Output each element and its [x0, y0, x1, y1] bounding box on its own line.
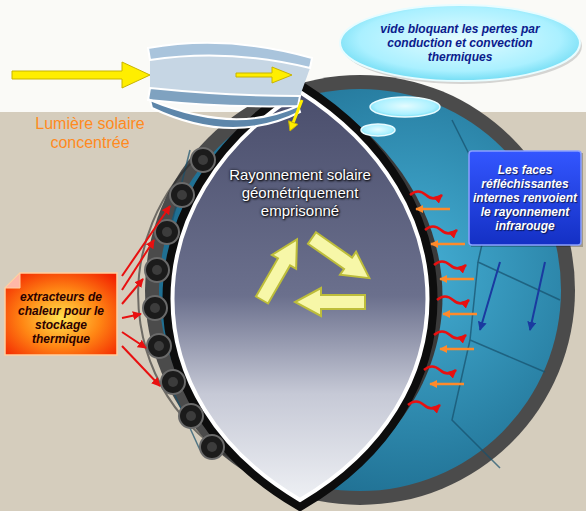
absorber-wall [173, 92, 428, 500]
node-text: Les faces réfléchissantes internes renvo… [472, 163, 578, 233]
sphere-shell [138, 75, 575, 505]
folded-corner [5, 273, 20, 288]
info-box: Les faces réfléchissantes internes renvo… [468, 150, 582, 246]
rect [469, 151, 581, 245]
aperture [148, 43, 312, 128]
reflector-leader-arrows [480, 262, 545, 330]
document [5, 273, 117, 355]
node-text: vide bloquant les pertes par conduction … [375, 22, 545, 64]
cavity [173, 92, 428, 500]
callout-bubbles [361, 97, 440, 136]
cavity-label: Rayonnement solaire géométriquement empr… [205, 166, 395, 220]
insulation-layer [165, 84, 443, 503]
document-box: extracteurs de chaleur pour le stockage … [4, 272, 118, 356]
ellipse [340, 5, 580, 81]
trapped-radiation-arrows [250, 227, 377, 316]
infrared-arrows [408, 192, 477, 409]
extractor-leader-arrows [122, 206, 170, 386]
light-label: Lumière solaire concentrée [8, 114, 172, 152]
heat-extractor-tubes [143, 148, 224, 459]
sky-band [0, 0, 586, 112]
callout-ellipse: vide bloquant les pertes par conduction … [338, 3, 582, 83]
node-text: extracteurs de chaleur pour le stockage … [10, 290, 112, 346]
